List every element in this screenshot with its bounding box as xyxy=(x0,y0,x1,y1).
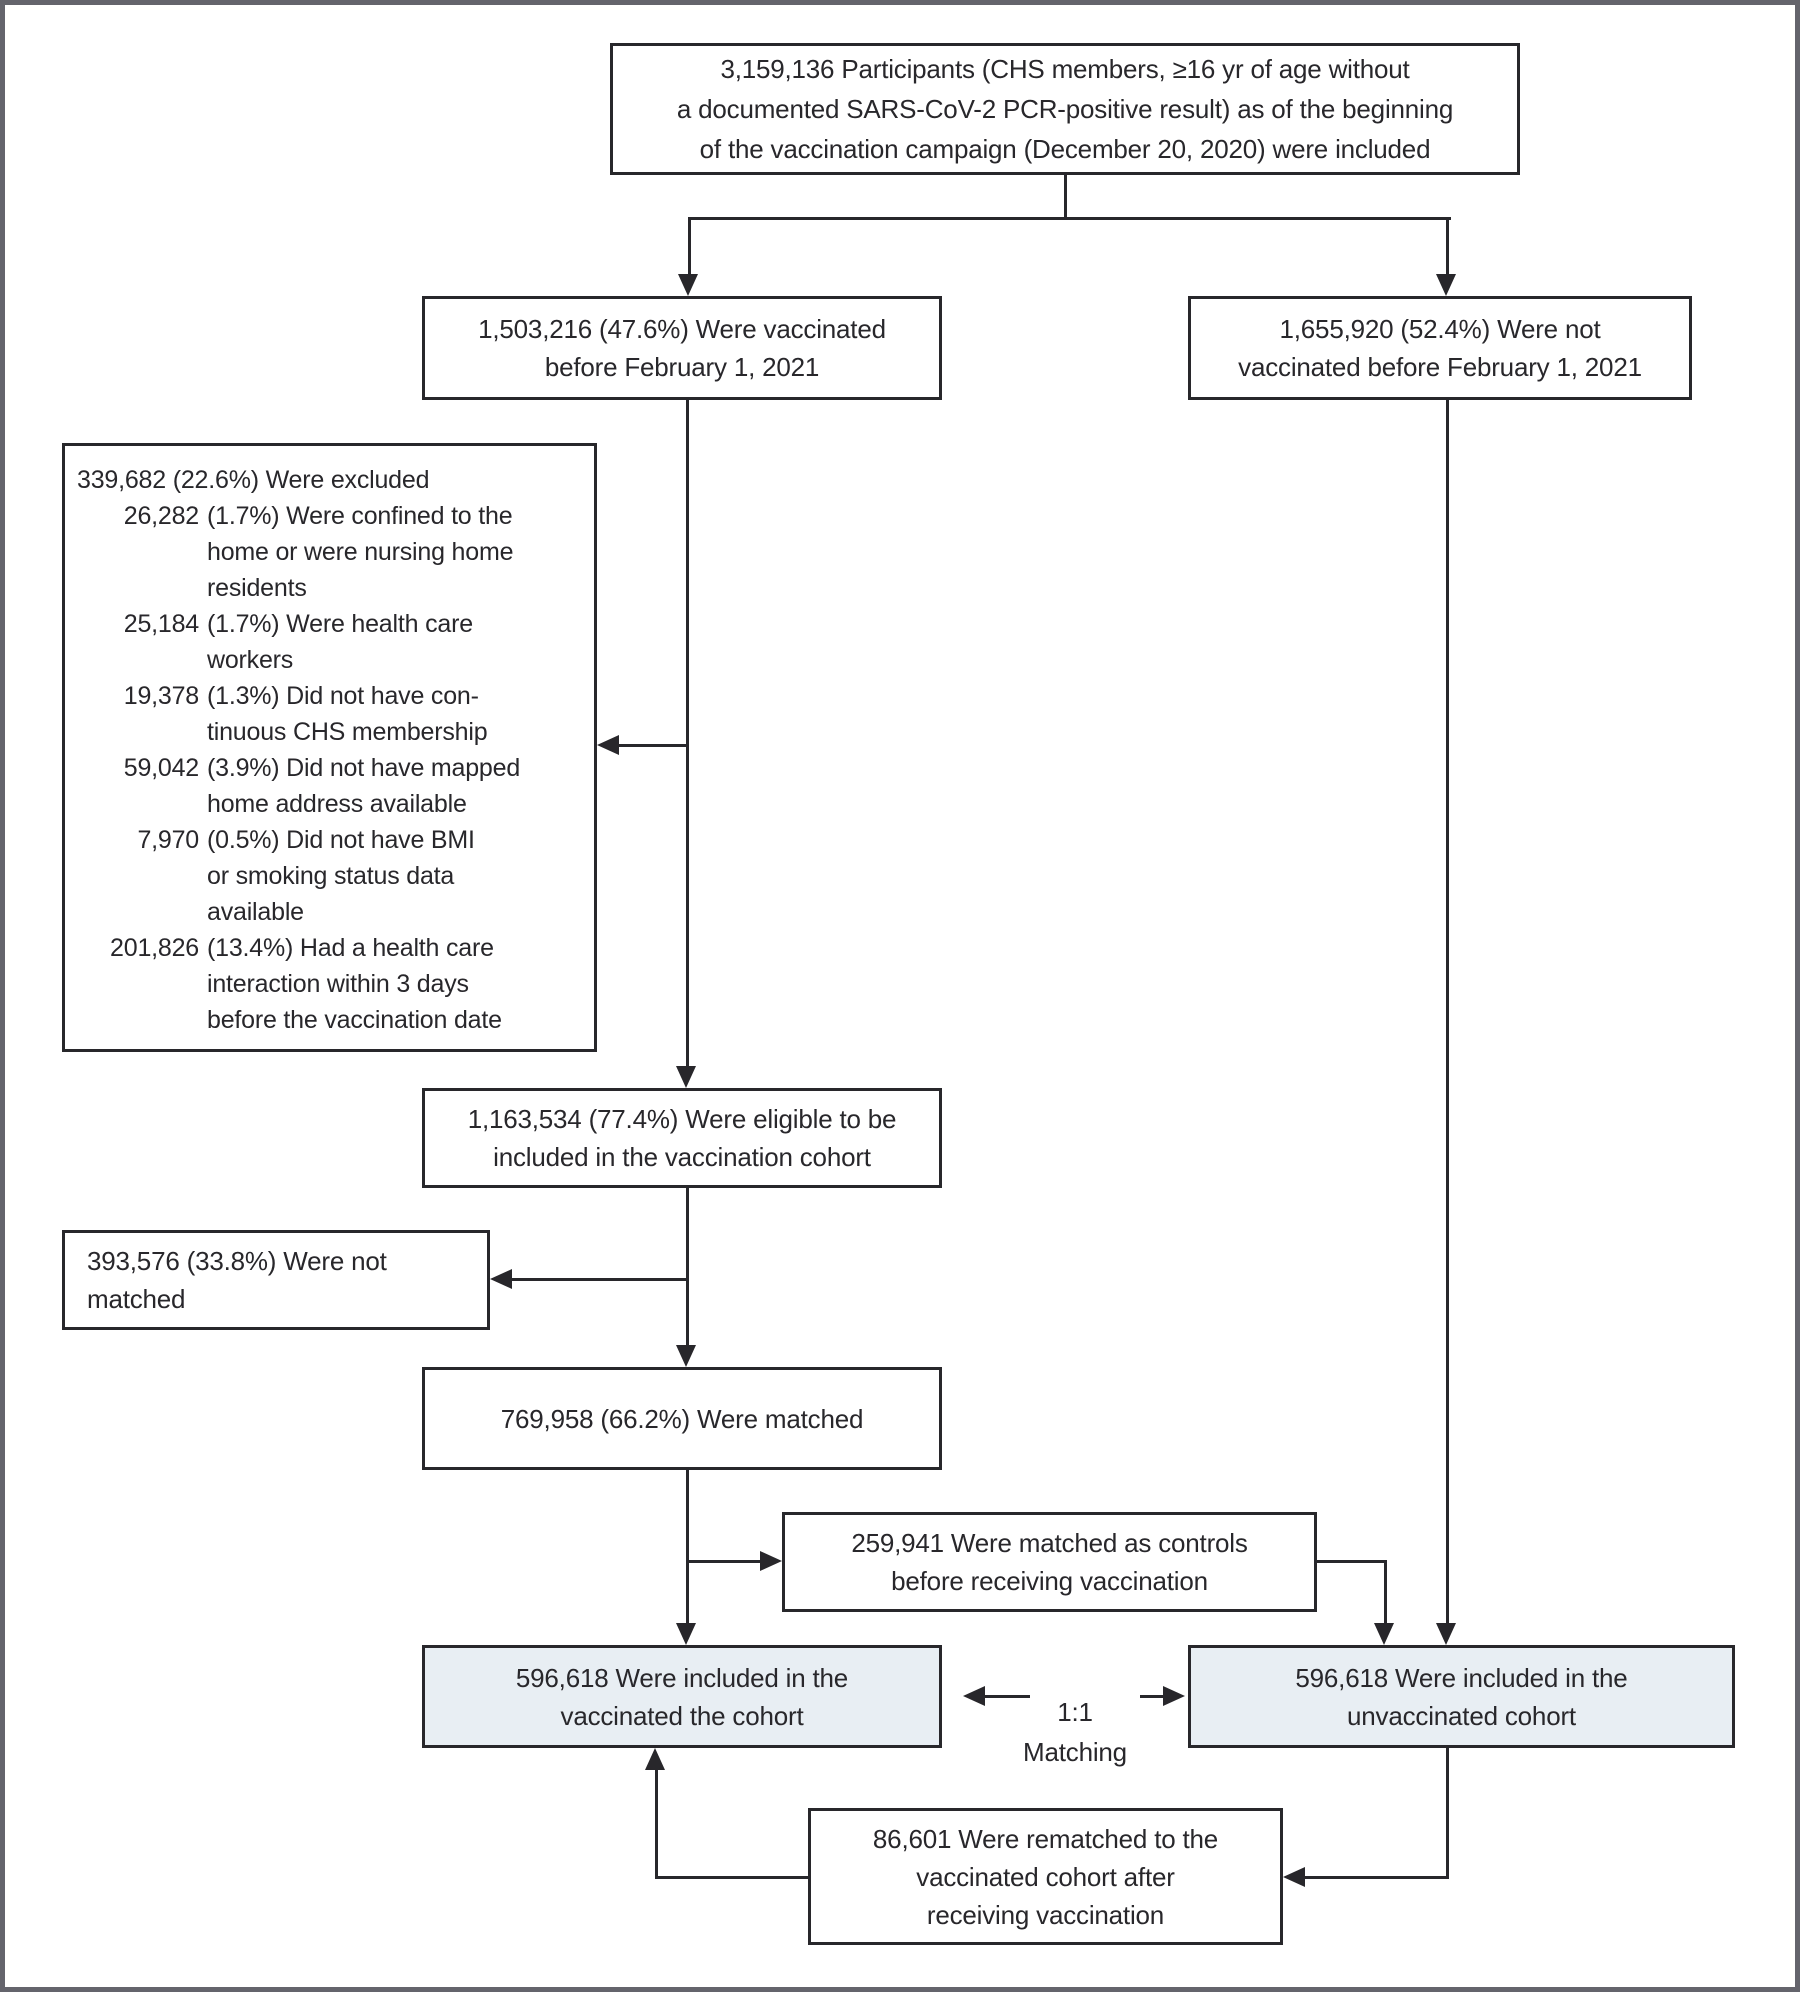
connector-line xyxy=(617,744,689,747)
box-vaccinated-cohort: 596,618 Were included in the vaccinated … xyxy=(422,1645,942,1748)
excluded-item: 19,378(1.3%) Did not have con-tinuous CH… xyxy=(77,678,586,750)
excluded-item-text: (0.5%) Did not have BMI or smoking status… xyxy=(199,822,475,930)
excluded-item-text: (13.4%) Had a health care interaction wit… xyxy=(199,930,502,1038)
box-eligible: 1,163,534 (77.4%) Were eligible to be in… xyxy=(422,1088,942,1188)
box-unvaccinated-cohort-text: 596,618 Were included in the unvaccinate… xyxy=(1295,1662,1628,1731)
arrow-down-icon xyxy=(1374,1623,1394,1645)
excluded-item-line: available xyxy=(207,898,304,926)
excluded-item-text: (1.7%) Were confined to the home or were … xyxy=(199,498,513,606)
connector-line xyxy=(689,1560,762,1563)
connector-line xyxy=(1140,1695,1163,1698)
connector-line xyxy=(1446,1748,1449,1879)
arrow-right-icon xyxy=(1163,1686,1185,1706)
excluded-item-line: residents xyxy=(207,574,307,602)
excluded-item-value: 201,826 xyxy=(110,934,199,962)
matching-label-text: 1:1 Matching xyxy=(1023,1697,1127,1767)
excluded-item: 59,042 (3.9%) Did not have mapped home add… xyxy=(77,750,586,822)
connector-line xyxy=(1303,1876,1449,1879)
connector-line xyxy=(512,1278,689,1281)
box-participants: 3,159,136 Participants (CHS members, ≥16… xyxy=(610,43,1520,175)
box-not-matched: 393,576 (33.8%) Were not matched xyxy=(62,1230,490,1330)
excluded-item-line: (1.3%) Did not have con- xyxy=(207,682,479,710)
arrow-down-icon xyxy=(1436,274,1456,296)
box-vaccinated: 1,503,216 (47.6%) Were vaccinated before… xyxy=(422,296,942,400)
box-unvaccinated-cohort: 596,618 Were included in the unvaccinate… xyxy=(1188,1645,1735,1748)
connector-line xyxy=(689,217,1451,220)
connector-line xyxy=(1317,1560,1387,1563)
connector-line xyxy=(686,1470,689,1625)
connector-line xyxy=(1446,217,1449,276)
excluded-item-line: or smoking status data xyxy=(207,862,455,890)
arrow-left-icon xyxy=(597,735,619,755)
box-matched-text: 769,958 (66.2%) Were matched xyxy=(500,1403,864,1434)
box-eligible-text: 1,163,534 (77.4%) Were eligible to be in… xyxy=(467,1104,897,1172)
excluded-item: 201,826 (13.4%) Had a health care interact… xyxy=(77,930,586,1038)
excluded-item-line: (1.7%) Were health care xyxy=(207,610,473,638)
excluded-item-value: 25,184 xyxy=(123,610,199,638)
arrow-up-icon xyxy=(645,1748,665,1770)
box-participants-text: 3,159,136 Participants (CHS members, ≥16… xyxy=(676,54,1454,164)
excluded-item-value: 59,042 xyxy=(123,754,199,782)
connector-line xyxy=(686,1188,689,1347)
excluded-item-line: tinuous CHS membership xyxy=(207,718,488,746)
box-matched-controls-text: 259,941 Were matched as controls before … xyxy=(851,1528,1248,1596)
excluded-item-value: 26,282 xyxy=(123,502,199,530)
excluded-item-text: (1.3%) Did not have con-tinuous CHS memb… xyxy=(199,678,488,750)
excluded-item-line: home address available xyxy=(207,790,467,818)
box-matched: 769,958 (66.2%) Were matched xyxy=(422,1367,942,1470)
connector-line xyxy=(655,1768,658,1878)
excluded-item-line: before the vaccination date xyxy=(207,1006,502,1034)
arrow-left-icon xyxy=(963,1686,985,1706)
arrow-right-icon xyxy=(760,1551,782,1571)
excluded-item-line: workers xyxy=(207,646,294,674)
box-not-matched-text: 393,576 (33.8%) Were not matched xyxy=(87,1246,387,1314)
connector-line xyxy=(1446,400,1449,1625)
box-not-vaccinated: 1,655,920 (52.4%) Were not vaccinated be… xyxy=(1188,296,1692,400)
excluded-item-line: (3.9%) Did not have mapped xyxy=(207,754,521,782)
excluded-item-line: home or were nursing home xyxy=(207,538,514,566)
excluded-items: 26,282 (1.7%) Were confined to the home or… xyxy=(77,498,586,1038)
arrow-left-icon xyxy=(1283,1867,1305,1887)
box-rematched-text: 86,601 Were rematched to the vaccinated … xyxy=(872,1823,1219,1930)
excluded-item-line: (1.7%) Were confined to the xyxy=(207,502,513,530)
connector-line xyxy=(688,217,691,276)
excluded-item-value: 7,970 xyxy=(137,826,199,854)
box-excluded-header: 339,682 (22.6%) Were excluded xyxy=(77,466,430,494)
box-not-vaccinated-text: 1,655,920 (52.4%) Were not vaccinated be… xyxy=(1238,314,1642,382)
excluded-item: 26,282 (1.7%) Were confined to the home or… xyxy=(77,498,586,606)
connector-line xyxy=(655,1876,808,1879)
box-rematched: 86,601 Were rematched to the vaccinated … xyxy=(808,1808,1283,1945)
excluded-item-line: interaction within 3 days xyxy=(207,970,469,998)
box-excluded: 339,682 (22.6%) Were excluded 26,282(1.7… xyxy=(62,443,597,1052)
arrow-down-icon xyxy=(676,1623,696,1645)
matching-label: 1:1 Matching xyxy=(990,1652,1160,1772)
connector-line xyxy=(1384,1560,1387,1625)
arrow-down-icon xyxy=(678,274,698,296)
connector-line xyxy=(686,400,689,1068)
excluded-item-line: (13.4%) Had a health care xyxy=(207,934,494,962)
connector-line xyxy=(1064,175,1067,220)
excluded-item: 25,184 (1.7%) Were health care workers xyxy=(77,606,586,678)
excluded-item-text: (1.7%) Were health care workers xyxy=(199,606,473,678)
arrow-down-icon xyxy=(676,1066,696,1088)
excluded-item: 7,970 (0.5%) Did not have BMI or smoking s… xyxy=(77,822,586,930)
excluded-item-text: (3.9%) Did not have mapped home address a… xyxy=(199,750,520,822)
arrow-left-icon xyxy=(490,1269,512,1289)
arrow-down-icon xyxy=(1436,1623,1456,1645)
box-vaccinated-text: 1,503,216 (47.6%) Were vaccinated before… xyxy=(478,314,886,382)
excluded-item-value: 19,378 xyxy=(123,682,199,710)
arrow-down-icon xyxy=(676,1345,696,1367)
box-matched-controls: 259,941 Were matched as controls before … xyxy=(782,1512,1317,1612)
excluded-item-line: (0.5%) Did not have BMI xyxy=(207,826,475,854)
connector-line xyxy=(985,1695,1030,1698)
box-vaccinated-cohort-text: 596,618 Were included in the vaccinated … xyxy=(515,1662,849,1731)
